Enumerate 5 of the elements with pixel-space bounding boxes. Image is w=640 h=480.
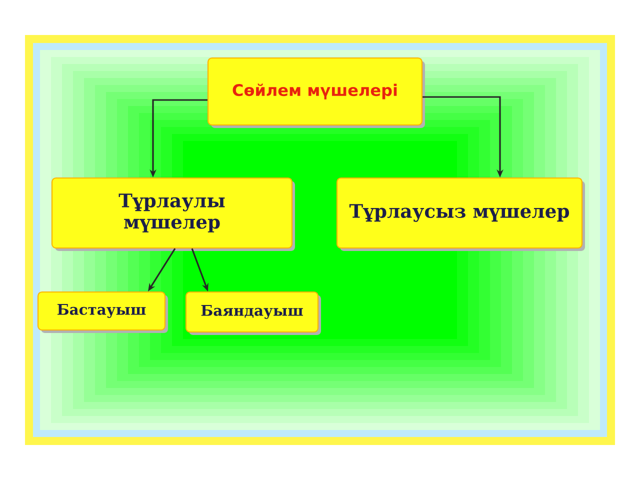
text-box: Бастауыш xyxy=(37,291,168,333)
text-box: Тұрлаулы мүшелер xyxy=(51,177,295,251)
text-box: Сөйлем мүшелері xyxy=(207,57,425,128)
text-box: Тұрлаусыз мүшелер xyxy=(336,177,585,251)
text-box: Баяндауыш xyxy=(185,291,321,335)
